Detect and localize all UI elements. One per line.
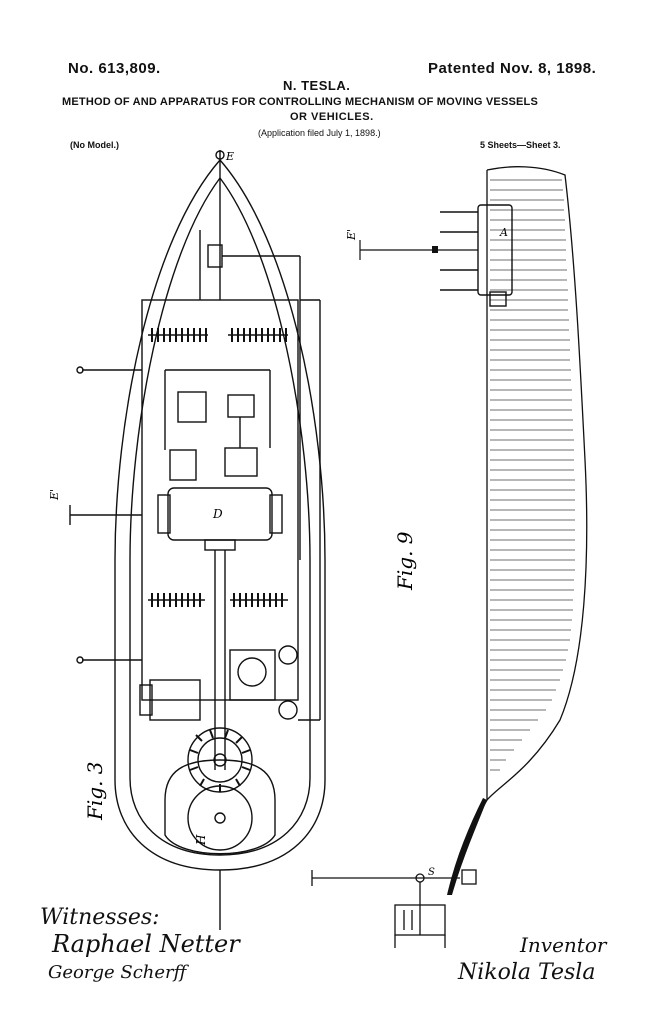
steering-motor	[149, 679, 201, 721]
stern-bay	[164, 759, 276, 855]
boat-hull-inner	[129, 176, 311, 856]
label-tank: A	[499, 226, 508, 239]
figure-9-caption: Fig. 9	[393, 531, 417, 591]
relay-coil-2	[227, 394, 255, 418]
label-antenna-right: E'	[345, 229, 358, 241]
label-mast: E	[225, 150, 234, 163]
sheet-number: 5 Sheets—Sheet 3.	[480, 140, 561, 150]
inventor-name: N. TESLA.	[283, 78, 351, 93]
water-area	[449, 166, 588, 891]
gear-train	[229, 649, 276, 701]
model-note: (No Model.)	[70, 140, 119, 150]
application-date: (Application filed July 1, 1898.)	[258, 128, 381, 138]
switch-mechanism	[224, 447, 258, 477]
label-gear: H	[194, 834, 208, 846]
relay-coil-3	[169, 449, 197, 481]
relay-coil-1	[177, 391, 207, 423]
label-station: S	[428, 867, 435, 878]
patent-date: Patented Nov. 8, 1898.	[428, 60, 597, 77]
patent-number: No. 613,809.	[68, 60, 161, 77]
patent-title-line2: OR VEHICLES.	[290, 111, 374, 123]
witness-signature-2: George Scherff	[48, 962, 187, 983]
figure-3-caption: Fig. 3	[83, 761, 107, 821]
witnesses-label: Witnesses:	[40, 905, 160, 930]
water-hatching	[490, 179, 575, 771]
witness-signature-1: Raphael Netter	[52, 930, 240, 958]
label-antenna-left: E'	[48, 489, 61, 501]
label-motor: D	[212, 507, 223, 521]
patent-title-line1: METHOD OF AND APPARATUS FOR CONTROLLING …	[62, 96, 539, 108]
inventor-signature: Nikola Tesla	[458, 960, 596, 985]
internal-frame	[141, 299, 299, 701]
inventor-label: Inventor	[520, 933, 607, 957]
shore-bank	[447, 798, 487, 895]
transmitting-station	[311, 869, 477, 948]
